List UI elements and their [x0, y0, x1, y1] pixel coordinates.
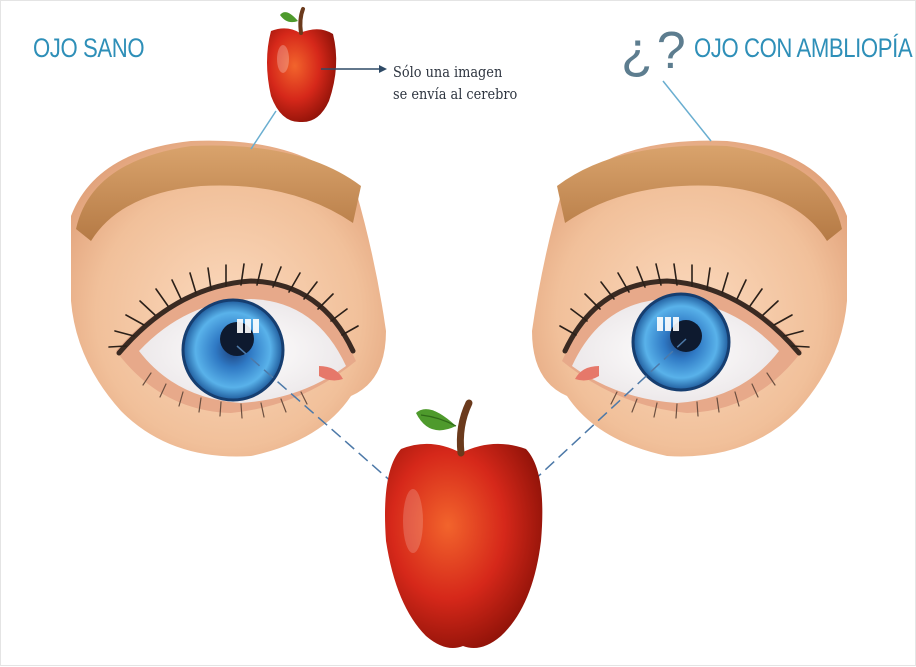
small-apple-icon [267, 9, 336, 122]
connector-line [251, 111, 276, 149]
left-eye-icon [71, 141, 386, 457]
right-eye-icon [532, 141, 847, 457]
connector-line [663, 81, 711, 141]
note-line-1: Sólo una imagen [393, 61, 517, 83]
amblyopia-eye-label: OJO CON AMBLIOPÍA [694, 33, 912, 64]
brain-note: Sólo una imagen se envía al cerebro [393, 61, 517, 105]
big-apple-icon [385, 403, 542, 648]
note-line-2: se envía al cerebro [393, 83, 517, 105]
question-mark-icon: ¿? [621, 21, 690, 81]
healthy-eye-label: OJO SANO [33, 33, 144, 64]
